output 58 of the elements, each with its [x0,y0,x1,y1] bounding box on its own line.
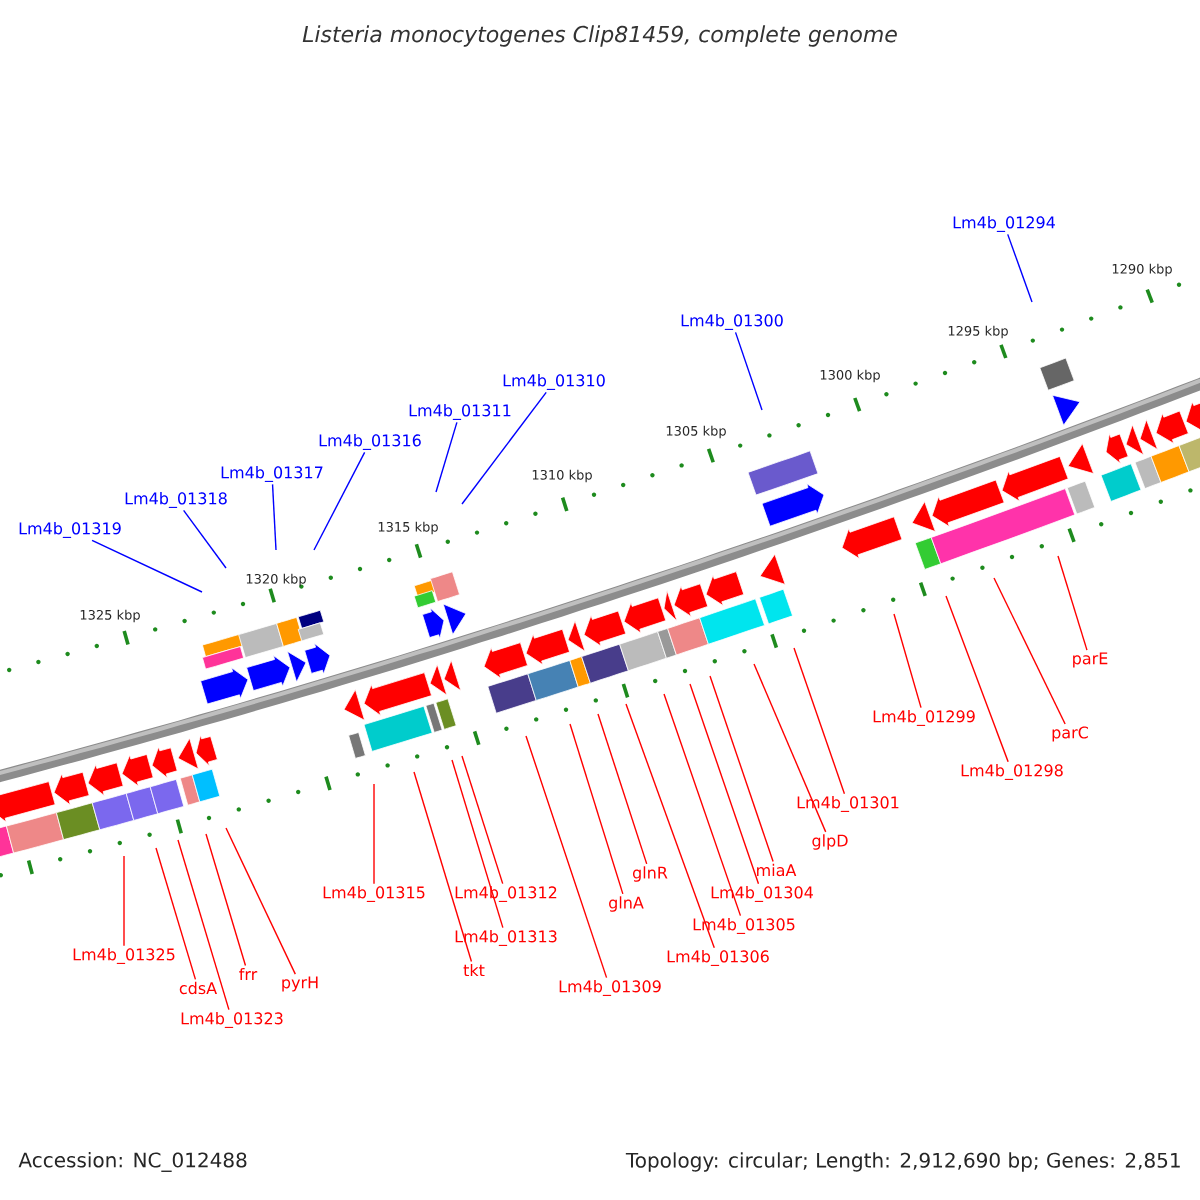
gene-label: miaA [757,863,797,877]
gene-label: cdsA [179,981,217,995]
leader-line [461,391,547,505]
leader-line [1057,555,1088,651]
leader-line [663,693,742,917]
title: Listeria monocytogenes Clip81459, complete genome [302,25,897,47]
leader-line [155,847,197,981]
gene-label: Lm4b_01300 [681,314,783,330]
leader-line [753,663,827,833]
gene-label: Lm4b_01323 [181,1012,283,1028]
leader-line [993,577,1066,725]
gene-label: Lm4b_01298 [961,764,1063,780]
gene-label: Lm4b_01310 [503,374,605,390]
leader-line [271,483,277,551]
gene-label: parE [1073,652,1108,668]
gene-label: Lm4b_01311 [409,404,511,420]
gene-label: tkt [463,963,485,977]
gene-label: Lm4b_01294 [953,216,1055,232]
gene-label: Lm4b_01309 [559,980,661,996]
leader-line [525,735,608,979]
gene-label: glnR [632,866,668,882]
leader-line [1007,233,1033,303]
gene-label: Lm4b_01317 [221,466,323,482]
leader-line [435,421,458,493]
gene-label: glnA [609,896,644,912]
gene-label: Lm4b_01315 [323,886,425,902]
leader-line [709,675,774,863]
gene-label: glpD [812,834,848,850]
footer-text: Topology: circular; Length: 2,912,690 bp; Genes: 2,851 [625,1152,1180,1172]
leader-line [451,759,504,929]
gene-label: Lm4b_01316 [319,434,421,450]
leader-line [123,855,125,947]
gene-label: frr [239,967,258,981]
leader-line [182,509,227,569]
leader-line [461,755,504,885]
footer-text: Accession: NC_012488 [18,1152,247,1172]
gene-label: Lm4b_01306 [667,950,769,966]
gene-label: pyrH [282,976,318,992]
leader-line [793,647,846,795]
leader-line [373,783,375,885]
leader-line [569,723,624,895]
leader-line [313,451,366,551]
leader-line [205,833,247,967]
leader-line [177,839,230,1011]
leader-line [625,703,715,949]
leader-line [91,539,203,593]
leader-line [945,595,1009,763]
leader-line [734,331,763,411]
gene-label: parC [1052,726,1088,742]
gene-label: Lm4b_01319 [19,522,121,538]
leader-line [893,613,922,709]
leader-line [413,771,473,963]
leader-line [597,713,648,865]
gene-label: Lm4b_01318 [125,492,227,508]
leader-line [689,683,760,885]
leader-line [225,827,296,975]
gene-label: Lm4b_01325 [73,948,175,964]
gene-label: Lm4b_01299 [873,710,975,726]
